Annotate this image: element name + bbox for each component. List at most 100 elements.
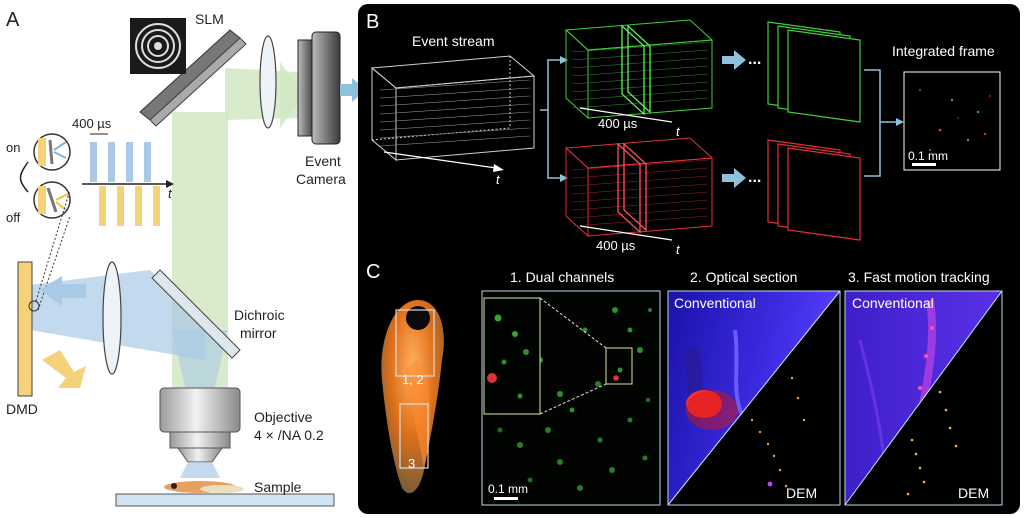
event-stream-label: Event stream [412, 33, 494, 49]
split-arrow-green [560, 56, 568, 64]
integrated-frame-dots [919, 89, 991, 151]
zebrafish-eye [171, 483, 177, 489]
split-arrow-red [560, 174, 568, 182]
dual-channel-inset-cells [487, 314, 529, 399]
fish-label-top: 1, 2 [402, 372, 424, 387]
mirror-off-icon [33, 181, 71, 219]
dual-channel-zoom-inset [483, 297, 541, 415]
integrated-frame-label: Integrated frame [892, 43, 995, 59]
panel-c-title-1: 1. Dual channels [510, 269, 614, 285]
event-stream-t: t [496, 172, 501, 187]
split-connector [540, 59, 560, 179]
merge-connector [864, 69, 896, 177]
integrated-scale-bar [912, 163, 936, 166]
panel-c: C 1, 2 3 1. Dual channels 2. Optical sec… [366, 261, 1003, 506]
off-label: off [6, 210, 21, 225]
fish-label-bottom: 3 [408, 456, 415, 471]
integrated-scale-label: 0.1 mm [908, 149, 948, 163]
red-event-cube [564, 137, 714, 238]
green-event-traces [571, 41, 709, 109]
dichroic-label-1: Dichroic [234, 307, 285, 323]
merge-arrowhead [896, 118, 904, 126]
sample-label: Sample [254, 479, 302, 495]
optical-section-dem-label: DEM [786, 485, 817, 501]
red-time-axis [579, 225, 673, 241]
dmd [17, 261, 33, 397]
lens-middle [102, 261, 122, 375]
green-event-cube [564, 19, 714, 120]
motion-tracking-dem-label: DEM [958, 485, 989, 501]
objective-label-1: Objective [254, 409, 313, 425]
dual-channel-zoom-source [605, 347, 633, 385]
motion-tracking-dem-dots [906, 390, 958, 496]
panel-c-letter: C [366, 261, 380, 283]
zoom-dashed-line-2 [539, 383, 607, 415]
dual-channel-red-cell [613, 375, 619, 381]
sample-slide [115, 493, 335, 507]
panel-b-letter: B [366, 11, 379, 33]
zebrafish-sample-body [200, 485, 244, 493]
red-window-frames [617, 142, 647, 234]
optical-section-divider [667, 290, 841, 506]
zoom-line-2 [37, 215, 71, 311]
time-axis-label: t [168, 186, 173, 201]
event-stream-traces [379, 79, 531, 147]
red-ellipsis: ... [748, 169, 761, 186]
pulse-period-label: 400 µs [72, 116, 112, 131]
green-frame-stack [767, 21, 861, 123]
objective-label-2: 4 × /NA 0.2 [254, 427, 324, 443]
blue-excitation-cone [180, 462, 220, 478]
on-off-arrow [19, 161, 29, 193]
optical-section-border [667, 290, 841, 506]
blue-input-arrow [40, 276, 86, 306]
pulse-train-blue [90, 142, 151, 182]
pulse-train-yellow [99, 186, 160, 226]
dual-channel-scale-bar [494, 497, 518, 500]
on-label: on [6, 140, 20, 155]
green-t: t [676, 124, 681, 139]
panel-a: A SLM Event Camera [6, 9, 366, 507]
slm [130, 18, 247, 127]
dual-channel-scale-label: 0.1 mm [488, 482, 528, 496]
green-ellipsis: ... [748, 51, 761, 68]
optical-section-dem-dots [750, 376, 806, 488]
blue-cone [172, 330, 228, 400]
zoom-line-1 [35, 189, 71, 302]
red-t: t [676, 242, 681, 257]
event-camera [297, 31, 341, 145]
mirror-on-icon [33, 133, 71, 171]
dmd-label: DMD [6, 401, 38, 417]
camera-to-b-arrow [340, 78, 366, 102]
optical-section-conventional-label: Conventional [674, 295, 756, 311]
dichroic-mirror [151, 269, 241, 359]
red-frame-stack [767, 139, 861, 241]
red-to-frames-arrow [722, 168, 746, 188]
dichroic-label-2: mirror [240, 325, 277, 341]
green-window-label: 400 µs [598, 116, 638, 131]
event-camera-label-2: Camera [296, 171, 346, 187]
motion-tracking-divider [844, 290, 1003, 506]
green-window-frames [621, 24, 651, 116]
event-camera-label-1: Event [305, 153, 341, 169]
yellow-input-arrow [42, 350, 86, 388]
lens-top [259, 35, 277, 129]
zebrafish-image [381, 300, 444, 494]
event-stream-time-arrowhead [493, 164, 504, 172]
motion-tracking-border [844, 290, 1003, 506]
green-beam-arrow [280, 62, 304, 128]
slm-label: SLM [195, 11, 224, 27]
event-stream-time-axis [383, 151, 497, 169]
panel-c-title-2: 2. Optical section [690, 269, 797, 285]
time-axis-arrowhead [166, 180, 174, 188]
green-time-axis [579, 107, 673, 123]
panel-a-letter: A [6, 9, 20, 31]
panel-b: B Event stream t [366, 11, 1001, 257]
green-to-frames-arrow [722, 50, 746, 70]
zoom-dashed-line-1 [539, 297, 607, 349]
panel-c-title-3: 3. Fast motion tracking [848, 269, 990, 285]
objective [159, 387, 241, 463]
motion-tracking-conventional-label: Conventional [852, 295, 934, 311]
integrated-frame [903, 71, 1001, 171]
red-window-label: 400 µs [596, 238, 636, 253]
